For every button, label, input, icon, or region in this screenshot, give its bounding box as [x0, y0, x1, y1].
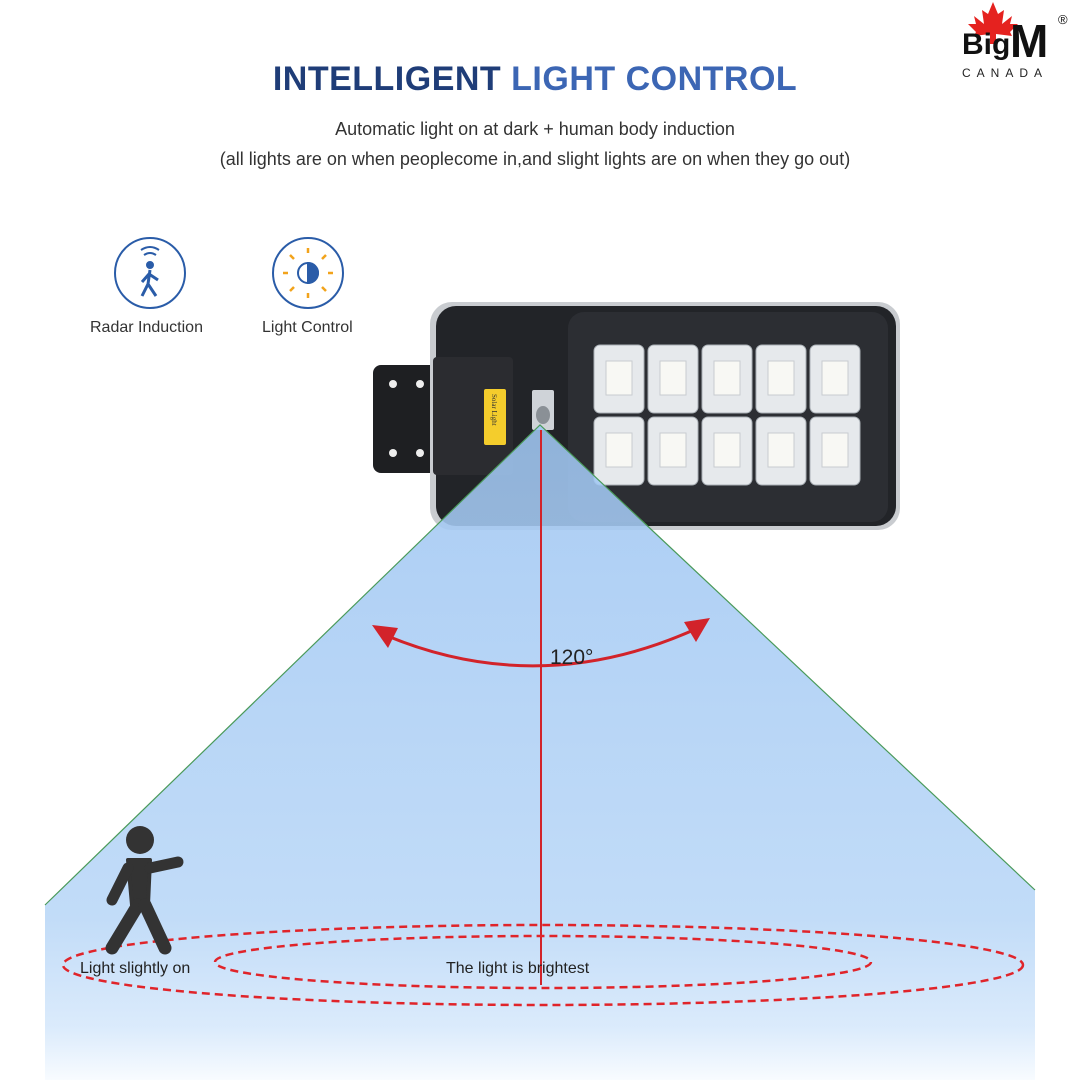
- led-modules: [593, 344, 861, 486]
- arc-arrow-left: [372, 625, 398, 648]
- angle-label: 120°: [550, 646, 593, 669]
- subtitle-line-1: Automatic light on at dark + human body …: [335, 119, 735, 139]
- arc-arrow-right: [684, 618, 710, 642]
- sun-moon-icon: [272, 237, 344, 309]
- radar-walking-person-icon: [114, 237, 186, 309]
- feature-label-radar: Radar Induction: [90, 319, 203, 336]
- maple-leaf-logo: [968, 2, 1018, 44]
- page-title: INTELLIGENT LIGHT CONTROL: [272, 60, 798, 98]
- feature-label-light-control: Light Control: [262, 319, 353, 336]
- led-chip-array: [605, 360, 633, 396]
- subtitle-line-2: (all lights are on when peoplecome in,an…: [219, 149, 851, 169]
- solar-street-light: Solar Light: [373, 302, 900, 530]
- walking-person-icon: [105, 826, 184, 955]
- led-chip-array: [659, 432, 687, 468]
- led-chip-array: [767, 432, 795, 468]
- solar-light-sticker: [484, 389, 506, 445]
- led-chip-array: [767, 360, 795, 396]
- led-chip-array: [713, 432, 741, 468]
- led-chip-array: [713, 360, 741, 396]
- led-chip-array: [821, 360, 849, 396]
- led-chip-array: [821, 432, 849, 468]
- inner-zone-ring: [213, 934, 873, 990]
- angle-arc: [384, 626, 699, 668]
- outer-zone-ring: [61, 923, 1025, 1007]
- led-chip-array: [659, 360, 687, 396]
- led-chip-array: [605, 432, 633, 468]
- bigm-canada-logo: Big M ® CANADA: [962, 12, 1068, 80]
- cone-edge: [44, 424, 1036, 906]
- inner-zone-label: The light is brightest: [446, 960, 590, 977]
- outer-zone-label: Light slightly on: [80, 960, 190, 977]
- mounting-bracket: [373, 365, 443, 473]
- sticker-text: Solar Light: [490, 394, 498, 426]
